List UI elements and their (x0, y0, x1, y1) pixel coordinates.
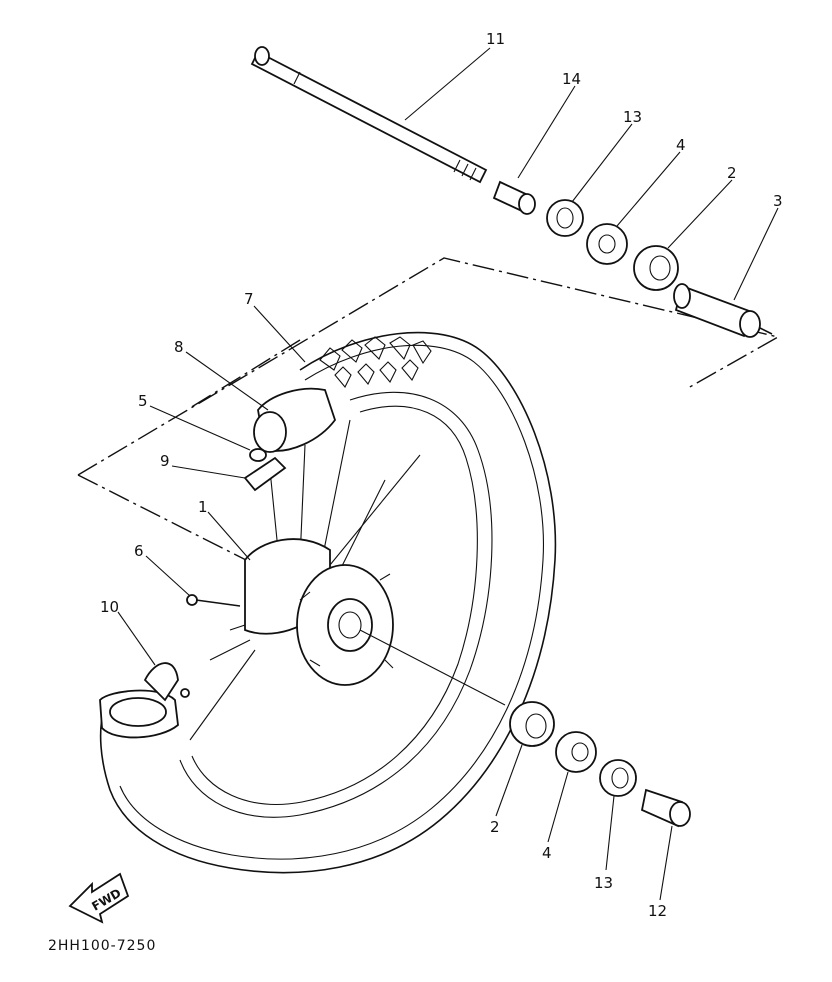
callout-2-upper: 2 (727, 164, 737, 182)
callout-13-upper: 13 (623, 108, 642, 126)
oil-seal-lower (599, 759, 637, 797)
callout-5: 5 (138, 392, 148, 410)
axle-centerline (359, 629, 506, 706)
callout-labels: 11 14 13 4 2 3 7 8 5 9 1 6 10 2 4 13 12 (100, 30, 783, 920)
bearing-upper (633, 245, 679, 291)
part-code: 2HH100-7250 (48, 938, 156, 954)
callout-14: 14 (562, 70, 581, 88)
callout-4-lower: 4 (542, 844, 552, 862)
callout-2-lower: 2 (490, 818, 500, 836)
bearing-lower (509, 701, 555, 747)
tire-tread (319, 336, 432, 388)
callout-6: 6 (134, 542, 144, 560)
callout-8: 8 (174, 338, 184, 356)
callout-3: 3 (773, 192, 783, 210)
callout-13-lower: 13 (594, 874, 613, 892)
leader-lines (117, 47, 779, 901)
callout-7: 7 (244, 290, 254, 308)
callout-11: 11 (486, 30, 505, 48)
assembly-boundary (77, 257, 780, 563)
rim-band-and-tube (243, 387, 337, 492)
callout-4-upper: 4 (676, 136, 686, 154)
callout-9: 9 (160, 452, 170, 470)
collar-lower (640, 788, 691, 828)
tire (99, 331, 557, 874)
rim-lock (99, 662, 190, 739)
callout-1: 1 (198, 498, 208, 516)
spacer-sleeve (673, 283, 773, 338)
spacer-upper (586, 223, 628, 265)
hub (244, 538, 394, 686)
spoke-nipple (186, 594, 241, 607)
axle (250, 46, 488, 184)
spacer-lower (555, 731, 597, 773)
fwd-arrow-icon: FWD (68, 872, 130, 924)
oil-seal-upper (546, 199, 584, 237)
callout-10: 10 (100, 598, 119, 616)
collar-upper (492, 180, 536, 215)
callout-12: 12 (648, 902, 667, 920)
